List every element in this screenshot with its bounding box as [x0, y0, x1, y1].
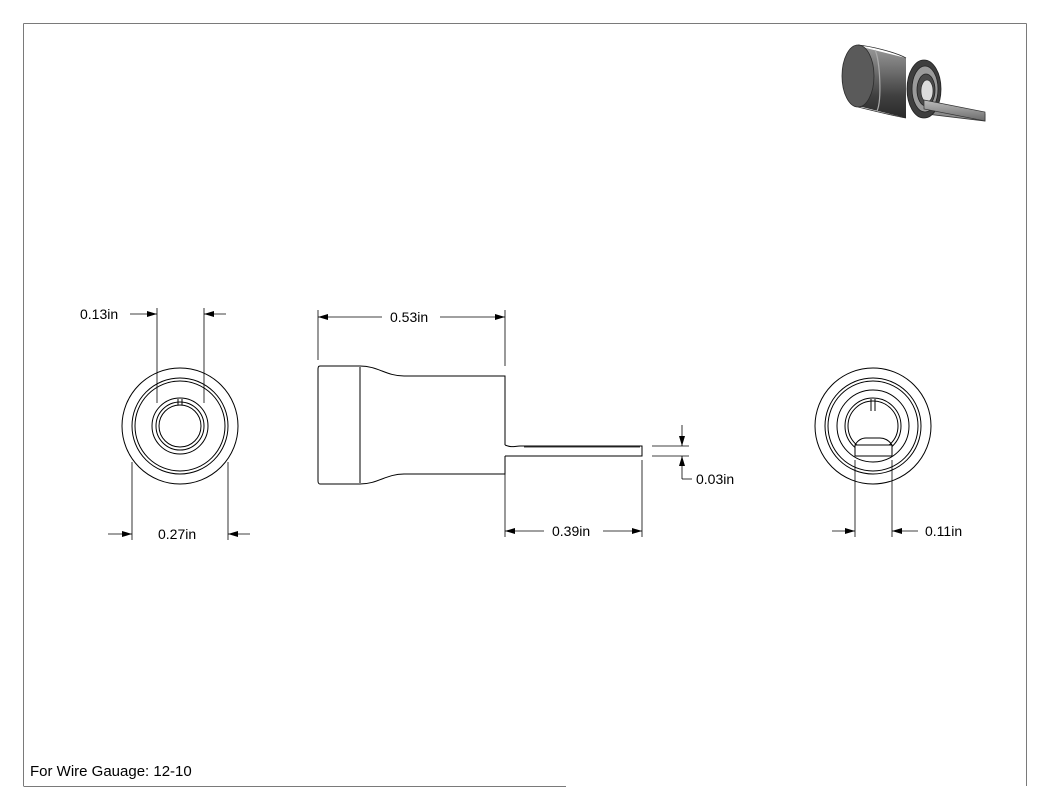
- dimension-outer-diameter: 0.27in: [108, 462, 250, 542]
- dimension-body-length: 0.53in: [317, 309, 506, 366]
- dimension-pin-diameter: 0.13in: [80, 306, 226, 403]
- dim-label-pin-diameter: 0.13in: [80, 306, 118, 322]
- dimension-pin-width: 0.11in: [832, 460, 962, 539]
- dimension-pin-length: 0.39in: [504, 460, 643, 539]
- drawing-border: [23, 23, 1027, 787]
- dim-label-pin-width: 0.11in: [925, 523, 962, 539]
- dimension-pin-thickness: 0.03in: [652, 425, 734, 487]
- dim-label-outer-diameter: 0.27in: [158, 526, 196, 542]
- rear-end-view: [121, 367, 239, 485]
- side-view: [317, 365, 643, 485]
- wire-gauge-note: For Wire Gauage: 12-10: [30, 763, 192, 780]
- iso-render-thumbnail: [841, 44, 986, 122]
- dim-label-pin-thickness: 0.03in: [696, 471, 734, 487]
- front-end-view: [814, 367, 932, 485]
- dim-label-body-length: 0.53in: [390, 309, 428, 325]
- dim-label-pin-length: 0.39in: [552, 523, 590, 539]
